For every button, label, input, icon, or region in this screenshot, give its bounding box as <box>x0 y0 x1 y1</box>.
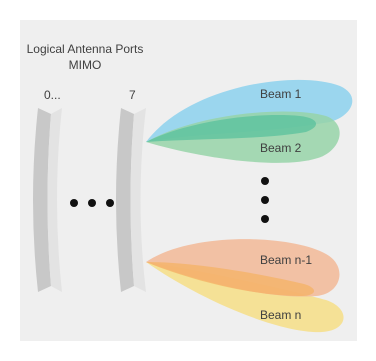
ports-ellipsis <box>70 199 114 207</box>
port-last-label: 7 <box>129 88 136 102</box>
port-first-label: 0... <box>44 88 61 102</box>
antenna-port-7-front <box>130 108 146 292</box>
beam-n-1-n-overlap <box>146 262 315 296</box>
antenna-port-7 <box>116 108 146 292</box>
beam-1-2-overlap <box>146 115 317 142</box>
beams-ellipsis <box>261 177 269 223</box>
beam-n-label: Beam n <box>260 308 301 322</box>
antenna-port-0-back <box>33 108 51 292</box>
beam-2-label: Beam 2 <box>260 141 302 155</box>
beam-n-lobe <box>146 262 344 333</box>
title-line-2: MIMO <box>68 58 102 72</box>
antenna-port-0-front <box>47 108 62 292</box>
antenna-port-7-back <box>116 108 134 292</box>
beam-1-label: Beam 1 <box>260 87 302 101</box>
beam-n-1-label: Beam n-1 <box>260 253 312 267</box>
antenna-port-0 <box>33 108 62 292</box>
title-line-1: Logical Antenna Ports <box>26 42 144 56</box>
